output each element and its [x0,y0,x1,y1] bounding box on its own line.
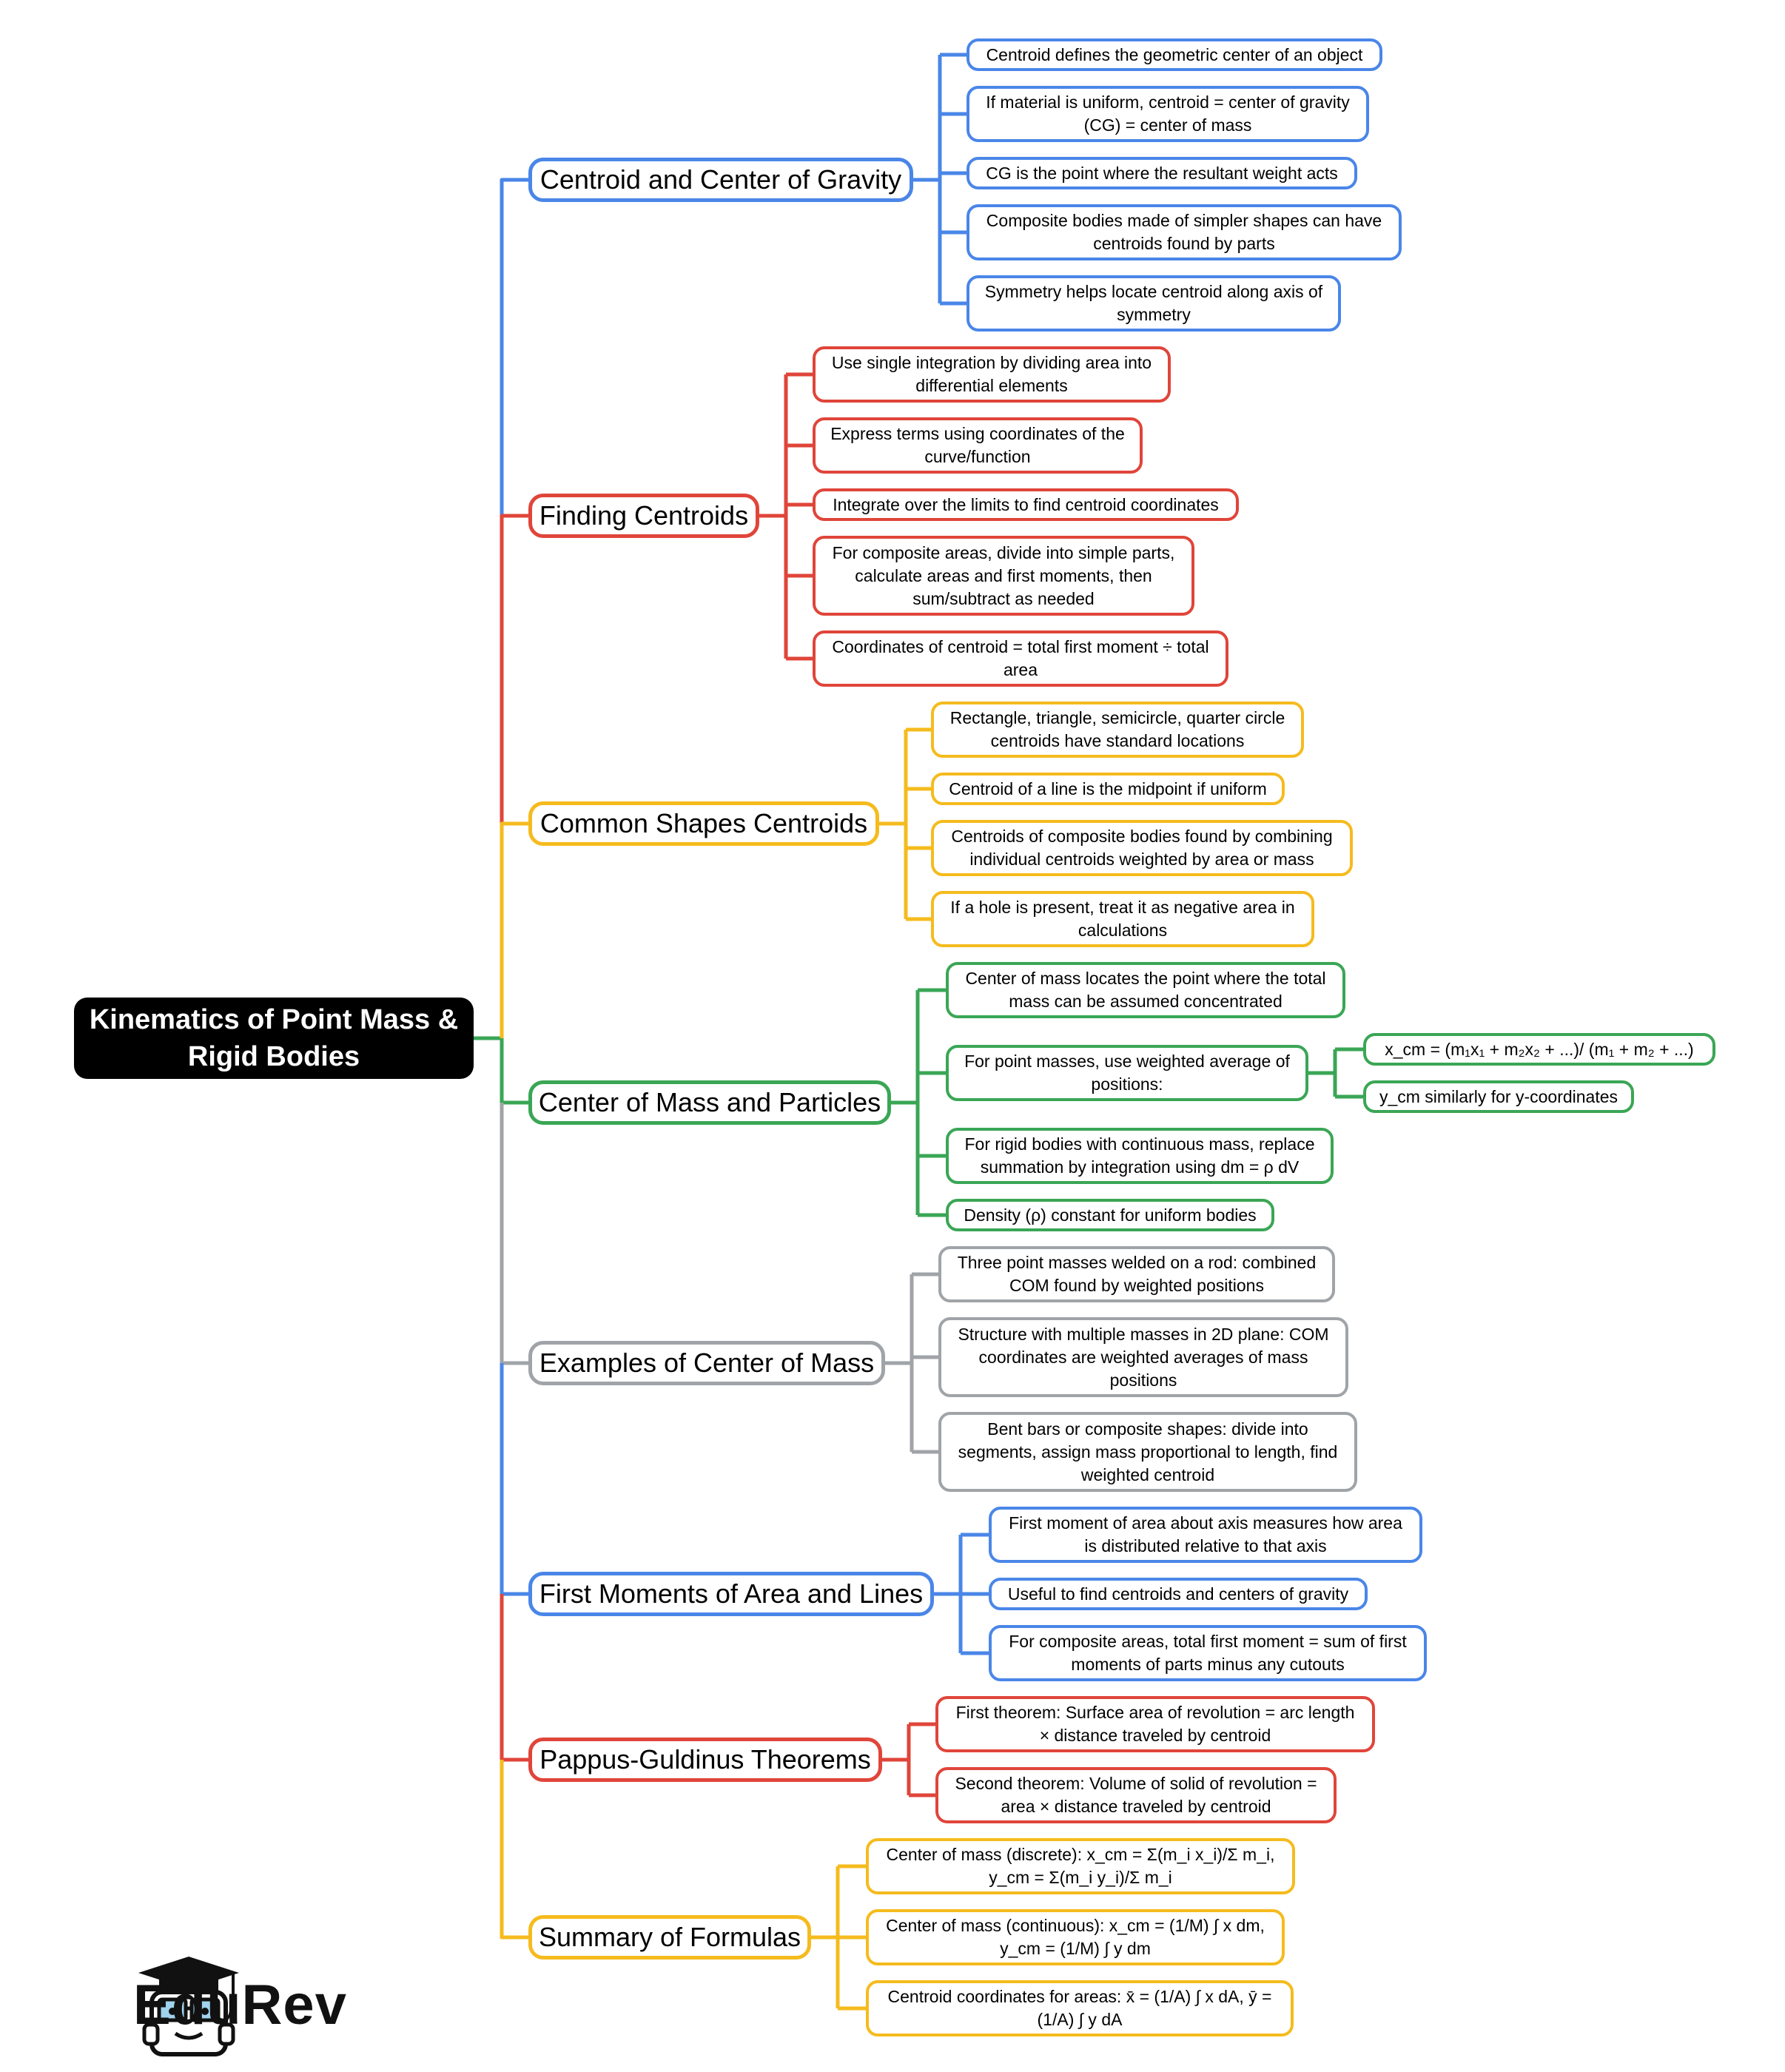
leaf-item: Center of mass locates the point where t… [946,962,1345,1018]
leaf-item: Centroid coordinates for areas: x̄ = (1/… [866,1980,1294,2036]
connector-branch [500,178,528,516]
leaf-item: CG is the point where the resultant weig… [967,157,1357,189]
branch-pappus-guldinus-theorems[interactable]: Pappus-Guldinus Theorems [528,1738,882,1782]
connector-branch [500,1103,528,1365]
leaf-item: For composite areas, divide into simple … [813,536,1194,616]
leaf-item: For point masses, use weighted average o… [946,1045,1308,1101]
leaf-item: For composite areas, total first moment … [989,1625,1427,1681]
leaf-item: Useful to find centroids and centers of … [989,1578,1368,1610]
leaf-item: Centroid of a line is the midpoint if un… [931,773,1285,805]
branch-common-shapes-centroids[interactable]: Common Shapes Centroids [528,801,879,846]
edurev-logo-text: EduRev [133,1974,347,2036]
leaf-item: For rigid bodies with continuous mass, r… [946,1128,1334,1184]
leaf-item: Coordinates of centroid = total first mo… [813,630,1228,687]
connector-branch [500,1760,528,1940]
leaf-item: Centroids of composite bodies found by c… [931,820,1353,876]
branch-first-moments-of-area-and-lines[interactable]: First Moments of Area and Lines [528,1572,934,1616]
leaf-item: Composite bodies made of simpler shapes … [967,204,1402,260]
leaf-item: Express terms using coordinates of the c… [813,417,1143,474]
leaf-item: Rectangle, triangle, semicircle, quarter… [931,702,1304,758]
branch-center-of-mass-and-particles[interactable]: Center of Mass and Particles [528,1080,891,1125]
leaf-item: Bent bars or composite shapes: divide in… [938,1412,1357,1492]
connector-branch [500,1594,528,1762]
leaf-item: Integrate over the limits to find centro… [813,488,1239,521]
leaf-subitem: y_cm similarly for y-coordinates [1363,1080,1634,1113]
leaf-item: Center of mass (discrete): x_cm = Σ(m_i … [866,1838,1295,1894]
connector-branch [500,514,528,824]
branch-centroid-and-center-of-gravity[interactable]: Centroid and Center of Gravity [528,158,913,202]
branch-summary-of-formulas[interactable]: Summary of Formulas [528,1915,811,1960]
leaf-item: First moment of area about axis measures… [989,1507,1422,1563]
leaf-item: First theorem: Surface area of revolutio… [935,1696,1375,1752]
leaf-item: If material is uniform, centroid = cente… [967,86,1369,142]
leaf-item: Three point masses welded on a rod: comb… [938,1246,1335,1302]
branch-examples-of-center-of-mass[interactable]: Examples of Center of Mass [528,1341,885,1385]
graduation-cap-mascot-icon [138,1957,239,2056]
branch-finding-centroids[interactable]: Finding Centroids [528,494,759,538]
leaf-item: Centroid defines the geometric center of… [967,38,1382,71]
leaf-item: Second theorem: Volume of solid of revol… [935,1767,1337,1823]
leaf-item: If a hole is present, treat it as negati… [931,891,1314,947]
leaf-item: Symmetry helps locate centroid along axi… [967,275,1341,332]
connector-branch [500,1038,528,1105]
root-label: Kinematics of Point Mass & Rigid Bodies [89,1004,459,1072]
leaf-item: Center of mass (continuous): x_cm = (1/M… [866,1909,1285,1965]
leaf-subitem: x_cm = (m₁x₁ + m₂x₂ + ...)/ (m₁ + m₂ + .… [1363,1033,1715,1066]
leaf-item: Use single integration by dividing area … [813,346,1171,403]
connector-branch [500,821,528,1038]
leaf-item: Structure with multiple masses in 2D pla… [938,1317,1348,1397]
root-node: Kinematics of Point Mass & Rigid Bodies [74,998,474,1079]
leaf-item: Density (ρ) constant for uniform bodies [946,1199,1274,1231]
connector-branch [500,1363,528,1596]
